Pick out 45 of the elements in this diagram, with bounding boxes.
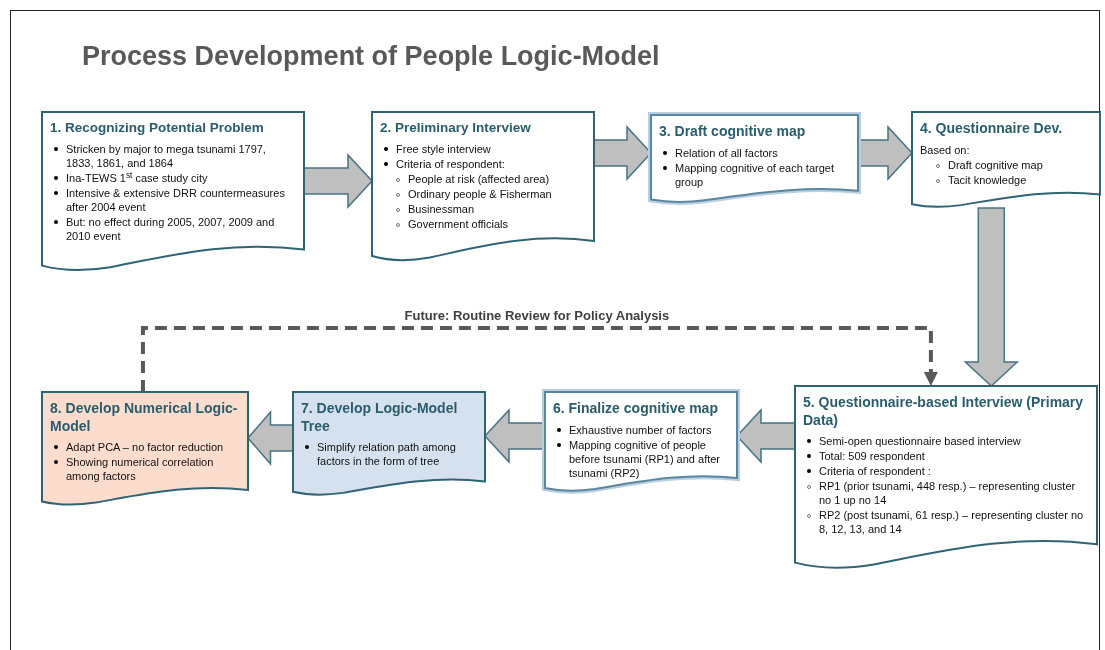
step-heading: 2. Preliminary Interview (380, 120, 532, 137)
bullet-item: RP1 (prior tsunami, 448 resp.) – representing cluster no 1 up no 14 (803, 479, 1089, 507)
bullet-item: Total: 509 respondent (803, 449, 1089, 463)
dashed-arrow (140, 326, 939, 392)
bullet-item: Semi-open questionnaire based interview (803, 434, 1089, 448)
bullet-item: Simplify relation path among factors in the form of tree (301, 440, 477, 468)
step-heading: 8. Develop Numerical Logic-Model (50, 400, 239, 435)
bullet-item: Mapping cognitive of people before tsunami (RP1) and after tsunami (RP2) (553, 437, 729, 480)
bullet-item: Exhaustive number of factors (553, 422, 729, 437)
step-heading: 1. Recognizing Potential Problem (50, 120, 265, 137)
step-heading: 4. Questionnaire Dev. (920, 120, 1064, 138)
document-box (651, 115, 858, 203)
step-heading: 7. Develop Logic-Model Tree (301, 400, 459, 435)
bullet-item: Adapt PCA – no factor reduction (50, 440, 240, 454)
block-arrow (303, 153, 374, 209)
block-arrow (963, 207, 1020, 388)
document-box (372, 112, 594, 262)
bullet-item: Ordinary people & Fisherman (380, 186, 586, 201)
document-box (42, 392, 248, 506)
bullet-item: Showing numerical correlation among factors (50, 455, 240, 483)
bullet-item: Relation of all factors (659, 145, 850, 160)
bullet-item: Free style interview (380, 141, 586, 156)
bullet-item: Businessman (380, 201, 586, 216)
document-box (912, 112, 1100, 208)
bullet-item: Draft cognitive map (920, 157, 1092, 172)
document-box (545, 392, 737, 492)
bullet-item: Criteria of respondent : (803, 464, 1089, 478)
document-box (293, 392, 485, 496)
bullet-item: People at risk (affected area) (380, 171, 586, 186)
bullet-item: Mapping cognitive of each target group (659, 160, 850, 189)
block-arrow (247, 410, 294, 466)
step-heading: 3. Draft cognitive map (659, 123, 807, 141)
bullet-item: Ina-TEWS 1$^{st}$ case study city (50, 170, 296, 185)
diagram-title: Process Development of People Logic-Model (82, 40, 660, 73)
bullet-item: Government officials (380, 216, 586, 231)
document-box (795, 386, 1097, 570)
bullet-item: Based on: (920, 142, 971, 157)
bullet-item: RP2 (post tsunami, 61 resp.) – representing cluster no 8, 12, 13, and 14 (803, 508, 1089, 536)
bullet-item: But: no effect during 2005, 2007, 2009 and 2010 event (50, 214, 296, 243)
bullet-item: Criteria of respondent: (380, 156, 586, 171)
bullet-item: Intensive & extensive DRR countermeasures after 2004 event (50, 185, 296, 214)
step-heading: 6. Finalize cognitive map (553, 400, 719, 418)
bullet-item: Tacit knowledge (920, 172, 1092, 187)
step-heading: 5. Questionnaire-based Interview (Primary Data) (803, 394, 1085, 429)
document-box (42, 112, 304, 272)
